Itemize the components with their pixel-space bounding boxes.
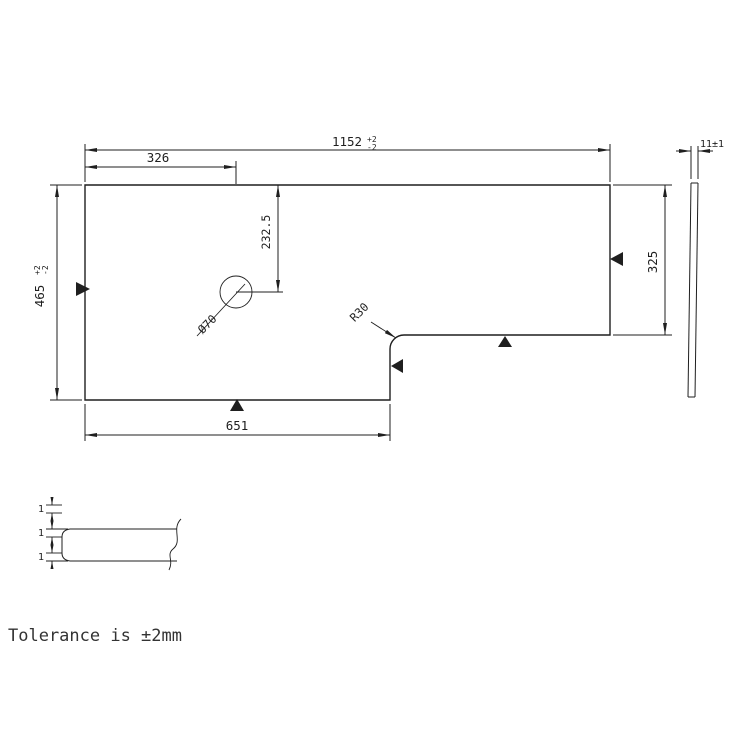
dim-thickness-value: 11±1: [700, 139, 724, 150]
plan-view: Ø70 R30 1152 +2 -2 326 465: [32, 134, 672, 441]
dim-hole-offset-y-value: 232.5: [259, 215, 273, 250]
dim-profile-mid: 1: [38, 521, 68, 545]
dim-overall-depth-value: 465: [32, 285, 47, 308]
edge-finish-mark-notch-bottom: [498, 336, 512, 347]
dim-overall-width-tol-minus: -2: [367, 143, 377, 152]
edge-profile-detail: 1 1 1: [38, 497, 182, 571]
dim-profile-top-value: 1: [38, 504, 44, 515]
dim-profile-bottom: 1: [38, 545, 68, 569]
strip-right-edge: [694, 182, 699, 398]
dim-overall-width-value: 1152: [332, 134, 362, 149]
dim-hole-offset-x-value: 326: [147, 150, 170, 165]
dim-overall-depth-tol-minus: -2: [41, 265, 50, 275]
dim-right-depth-value: 325: [645, 251, 660, 274]
dim-profile-bottom-value: 1: [38, 552, 44, 563]
worktop-outline: [84, 184, 611, 401]
hole-diameter-leader: [196, 283, 246, 337]
edge-finish-mark-notch-side: [391, 359, 403, 373]
dim-thickness: 11±1: [676, 139, 724, 179]
dim-profile-top: 1: [38, 497, 62, 521]
dim-overall-depth-tol-plus: +2: [33, 265, 42, 275]
dim-profile-mid-value: 1: [38, 528, 44, 539]
dim-hole-offset-x: 326: [85, 150, 237, 184]
profile-rounded-end: [61, 528, 71, 562]
tolerance-note: Tolerance is ±2mm: [8, 626, 182, 646]
dim-hole-offset-y: 232.5: [259, 185, 280, 292]
dim-left-width: 651: [84, 404, 391, 441]
edge-finish-mark-right: [610, 252, 623, 266]
edge-finish-mark-left: [76, 282, 90, 296]
side-view: 11±1: [676, 139, 724, 398]
dim-overall-depth: 465 +2 -2: [32, 184, 82, 401]
edge-finish-mark-bottom: [230, 399, 244, 411]
dim-right-depth: 325: [613, 184, 672, 336]
dim-overall-width-tol-plus: +2: [367, 135, 377, 144]
strip-left-edge: [687, 182, 692, 398]
radius-leader: [370, 321, 397, 339]
dim-overall-width: 1152 +2 -2: [84, 134, 611, 182]
profile-break-line: [168, 518, 182, 571]
dim-left-width-value: 651: [226, 418, 249, 433]
